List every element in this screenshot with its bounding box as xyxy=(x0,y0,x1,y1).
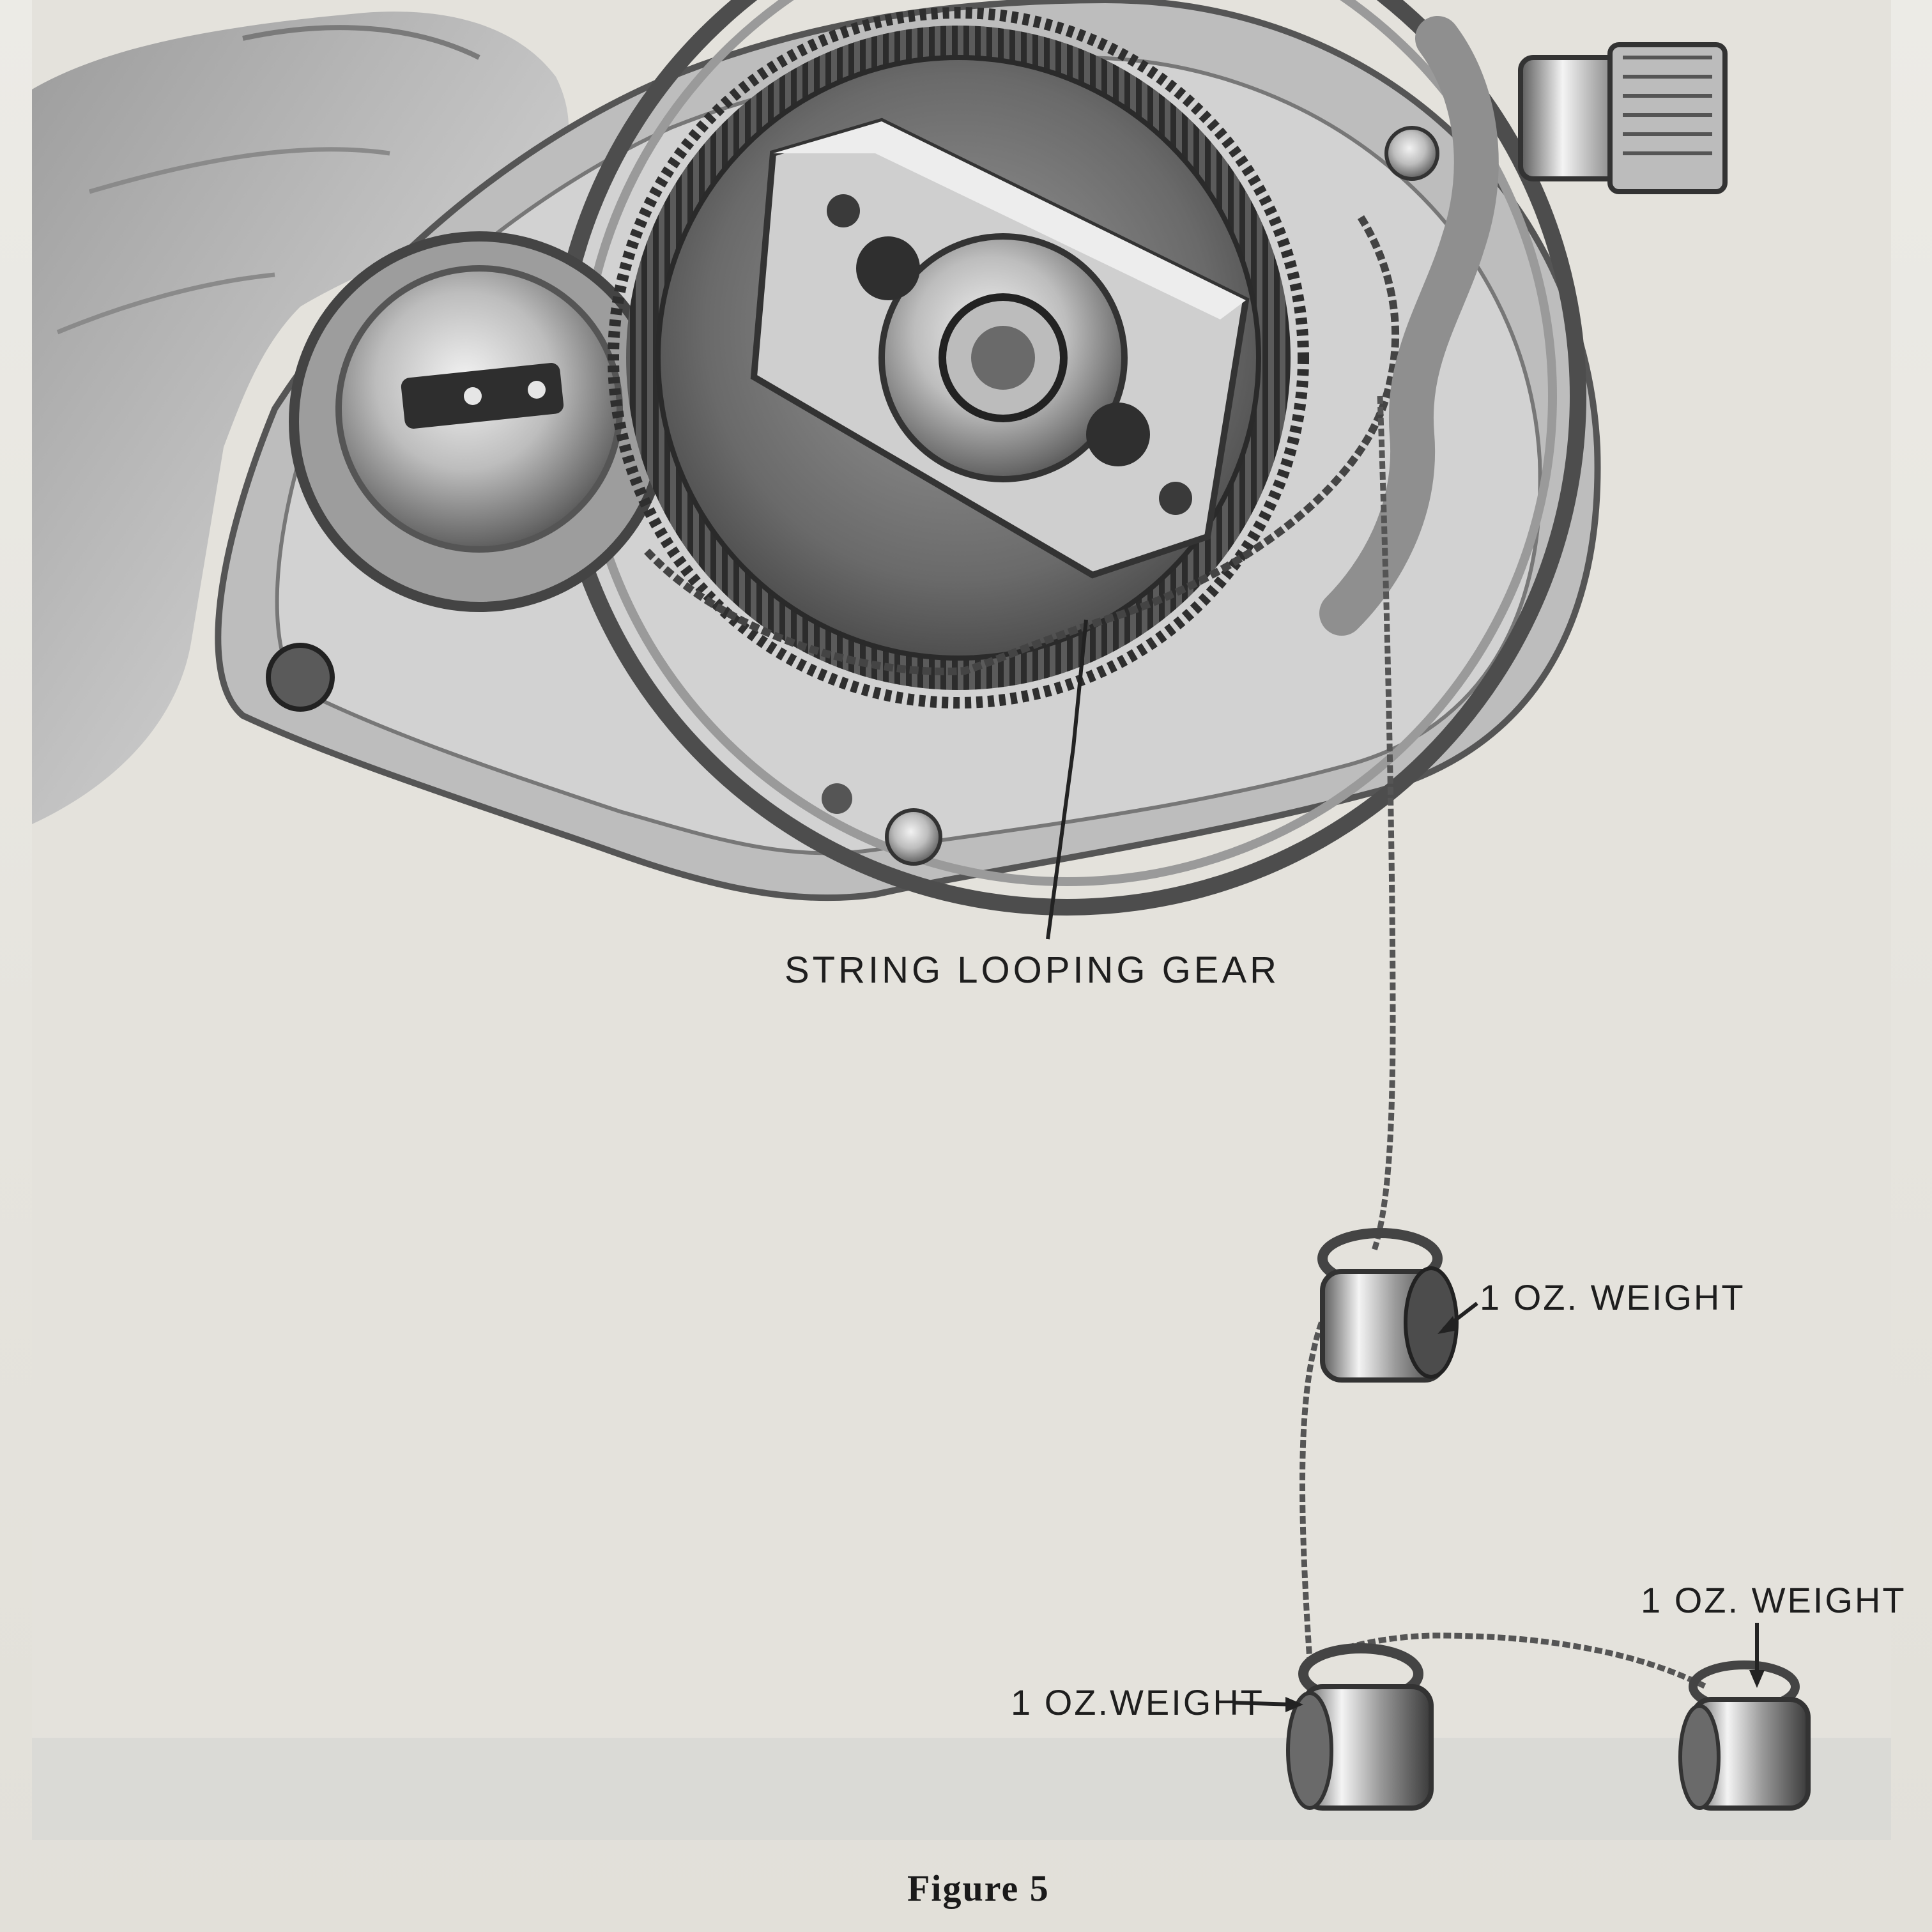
figure-caption: Figure 5 xyxy=(907,1867,1050,1909)
label-weight-lower-right: 1 OZ. WEIGHT xyxy=(1641,1580,1906,1620)
floor-surface xyxy=(32,1738,1891,1840)
arrow-weight-lower-left xyxy=(1232,1701,1294,1706)
label-weight-upper: 1 OZ. WEIGHT xyxy=(1480,1277,1745,1317)
weight-upper xyxy=(1317,1228,1459,1383)
connector-fitting xyxy=(1319,16,1728,636)
weight-lower-left xyxy=(1286,1643,1434,1811)
hanging-string xyxy=(1370,395,1396,1254)
label-weight-lower-left: 1 OZ.WEIGHT xyxy=(1011,1682,1264,1722)
hand xyxy=(32,12,569,825)
label-string-looping-gear: STRING LOOPING GEAR xyxy=(785,949,1280,991)
gear-string xyxy=(642,215,1400,675)
weight-lower-right xyxy=(1678,1660,1811,1811)
gear-leader-line xyxy=(1046,619,1088,940)
mechanism-illustration xyxy=(32,0,1891,1840)
left-cup xyxy=(289,231,670,612)
figure-photograph: STRING LOOPING GEAR 1 OZ. WEIGHT 1 OZ.WE… xyxy=(32,0,1905,1840)
looping-gear xyxy=(608,7,1439,709)
